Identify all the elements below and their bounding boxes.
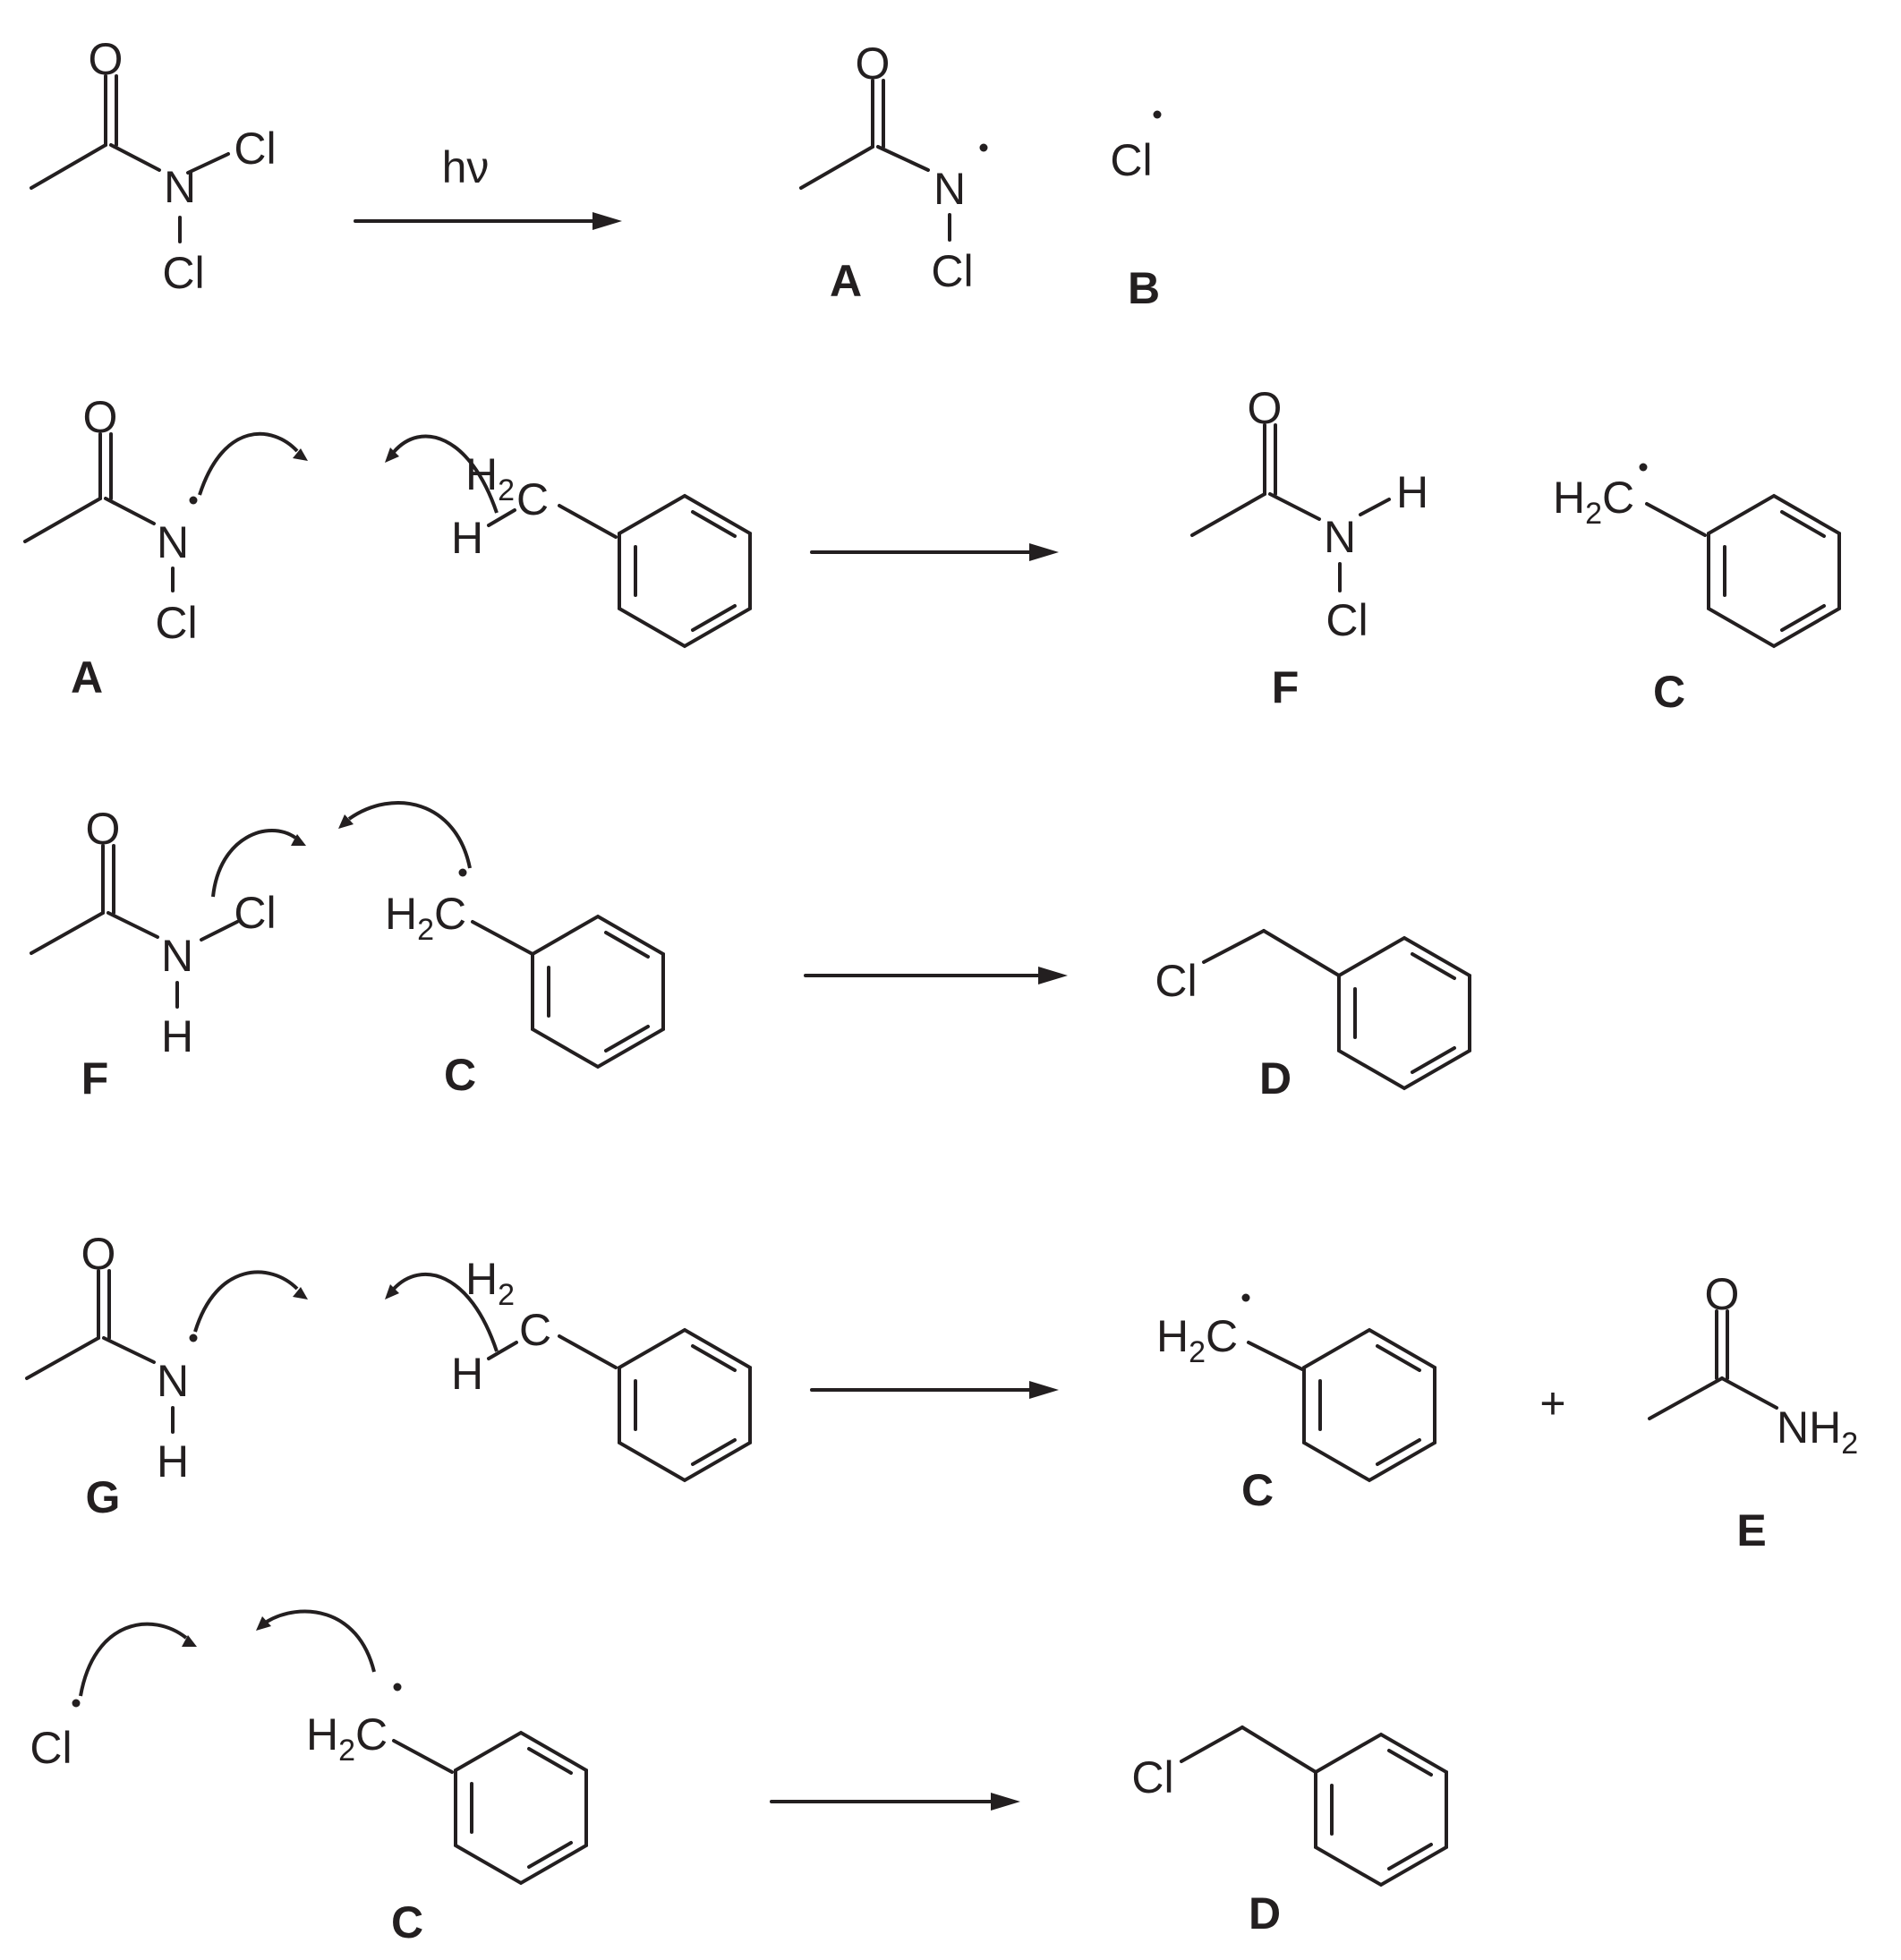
radical-dot <box>458 868 467 877</box>
radical-dot <box>979 143 988 152</box>
benzyl-radical-C-structure: H2C <box>306 1683 588 1885</box>
atom-N: N <box>161 931 193 981</box>
amidyl-radical-A-structure: O N Cl <box>23 392 198 648</box>
toluene-structure: H2 C H <box>451 449 752 648</box>
reaction-arrow <box>770 1793 1020 1811</box>
N-chloroacetamide-F-structure: O N Cl H <box>30 804 277 1061</box>
label-G: G <box>86 1472 121 1522</box>
radical-dot <box>1639 463 1648 472</box>
atom-NH2: NH2 <box>1777 1402 1858 1461</box>
atom-H: H <box>451 513 483 563</box>
curved-arrow-single-electron <box>193 1270 308 1333</box>
atom-N: N <box>164 162 196 212</box>
label-C: C <box>1241 1465 1274 1515</box>
curved-arrow-single-electron <box>198 431 308 496</box>
atom-O: O <box>856 38 891 89</box>
radical-dot <box>72 1699 81 1708</box>
curved-arrow-single-electron <box>256 1609 376 1673</box>
atom-N: N <box>933 164 966 214</box>
atom-Cl: Cl <box>155 598 197 648</box>
atom-Cl: Cl <box>931 246 973 296</box>
atom-Cl: Cl <box>1155 956 1197 1006</box>
benzyl-radical-C-structure: H2C <box>385 868 665 1069</box>
label-D: D <box>1249 1888 1281 1939</box>
benzyl-radical-C-structure: H2C <box>1553 463 1841 648</box>
atom-H: H <box>161 1011 193 1061</box>
label-C: C <box>1653 667 1685 717</box>
atom-H2C: H2C <box>306 1709 388 1768</box>
amidyl-radical-G-structure: O N H <box>25 1229 198 1487</box>
radical-dot <box>1153 110 1162 119</box>
atom-Cl: Cl <box>162 248 204 298</box>
atom-H2: H2 <box>465 1254 515 1312</box>
atom-N: N <box>157 517 189 567</box>
radical-dot <box>1241 1293 1250 1302</box>
atom-Cl: Cl <box>1131 1752 1173 1802</box>
radical-dot <box>393 1683 402 1692</box>
step-2: O N Cl A H2 C H <box>23 383 1841 717</box>
atom-H: H <box>157 1436 189 1487</box>
atom-N: N <box>157 1356 189 1406</box>
atom-C: C <box>519 1305 551 1355</box>
atom-O: O <box>81 1229 116 1279</box>
label-A: A <box>830 256 862 306</box>
benzyl-radical-C-structure: H2C <box>1156 1293 1436 1482</box>
chlorine-radical-B-structure: Cl <box>1110 110 1162 185</box>
atom-H: H <box>451 1349 483 1399</box>
curved-arrow-single-electron <box>338 801 472 869</box>
label-F: F <box>81 1053 109 1104</box>
plus-sign: + <box>1539 1378 1565 1428</box>
N-chloroacetamide-F-structure: O N H Cl <box>1190 383 1428 645</box>
curved-arrow-single-electron <box>385 1273 499 1352</box>
toluene-structure: H2 C H <box>451 1254 752 1482</box>
atom-Cl: Cl <box>1110 135 1152 185</box>
atom-O: O <box>86 804 121 854</box>
reaction-arrow <box>810 543 1059 561</box>
acetamide-E-structure: O NH2 <box>1648 1269 1858 1461</box>
label-E: E <box>1736 1505 1766 1555</box>
atom-N: N <box>1324 512 1356 562</box>
radical-dot <box>189 496 198 505</box>
atom-O: O <box>1248 383 1283 433</box>
label-C: C <box>391 1897 423 1947</box>
atom-Cl: Cl <box>30 1723 72 1773</box>
curved-arrow-single-electron <box>385 434 499 514</box>
radical-dot <box>189 1334 198 1342</box>
atom-H2: H2 <box>465 449 515 507</box>
reaction-arrow <box>810 1381 1059 1399</box>
step-3: O N Cl H F H2C C Cl <box>30 801 1471 1104</box>
atom-Cl: Cl <box>234 888 276 938</box>
amidyl-radical-A-structure: O N Cl <box>799 38 988 296</box>
atom-Cl: Cl <box>1326 595 1368 645</box>
condition-light: hν <box>442 142 490 192</box>
curved-arrow-single-electron <box>79 1622 197 1697</box>
atom-H: H <box>1396 467 1428 517</box>
atom-C: C <box>516 474 549 524</box>
atom-O: O <box>89 34 124 84</box>
step-5: Cl H2C C Cl D <box>30 1609 1448 1947</box>
reaction-arrow <box>804 967 1068 984</box>
reaction-arrow <box>354 212 622 230</box>
atom-O: O <box>83 392 118 442</box>
label-D: D <box>1259 1053 1291 1104</box>
dichloroacetamide-structure: O N Cl Cl <box>30 34 277 298</box>
label-F: F <box>1272 662 1300 712</box>
step-1: O N Cl Cl hν O N Cl A Cl B <box>30 34 1162 313</box>
label-A: A <box>71 652 103 703</box>
chlorine-radical-B-structure: Cl <box>30 1699 81 1773</box>
benzyl-chloride-D-structure: Cl <box>1155 929 1471 1090</box>
step-4: O N H G H2 C H H2C <box>25 1229 1858 1555</box>
label-B: B <box>1128 263 1160 313</box>
atom-H2C: H2C <box>1553 473 1634 531</box>
label-C: C <box>444 1050 476 1100</box>
atom-O: O <box>1705 1269 1740 1319</box>
atom-H2C: H2C <box>385 889 466 947</box>
atom-H2C: H2C <box>1156 1311 1238 1369</box>
atom-Cl: Cl <box>234 124 276 174</box>
curved-arrow-single-electron <box>211 829 306 898</box>
benzyl-chloride-D-structure: Cl <box>1131 1726 1448 1887</box>
